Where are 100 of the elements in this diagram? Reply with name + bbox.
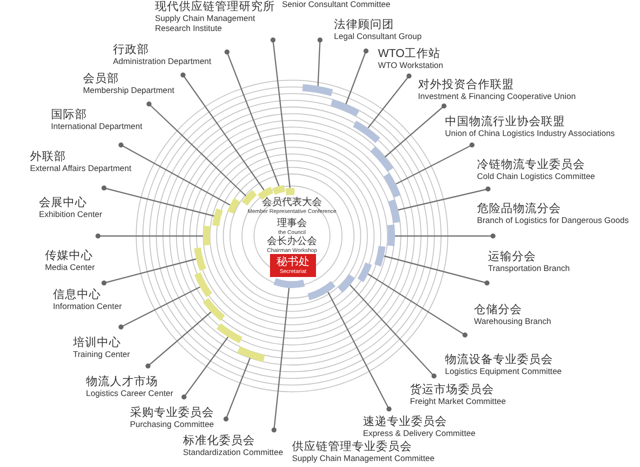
- band-segment: [242, 190, 257, 206]
- leader-line: [368, 274, 468, 338]
- chinese-name: 行政部: [113, 44, 149, 58]
- chinese-name: 信息中心: [53, 289, 101, 302]
- band-segment: [302, 84, 333, 96]
- chinese-name: 秘书处: [276, 256, 310, 269]
- band-segment: [212, 208, 223, 226]
- leader-line: [146, 312, 212, 368]
- leader-line: [102, 258, 196, 286]
- chinese-name: 冷链物流专业委员会: [477, 159, 585, 172]
- leader-line: [398, 186, 490, 211]
- band-segment: [216, 323, 243, 344]
- english-name: Media Center: [45, 263, 95, 273]
- leader-line: [396, 142, 474, 185]
- leader-line: [96, 234, 203, 238]
- chinese-name: 外联部: [30, 151, 66, 164]
- chinese-name: 会员部: [83, 73, 119, 86]
- english-name: Supply Chain Management Committee: [292, 454, 435, 464]
- chinese-name: 会展中心: [39, 197, 87, 210]
- band-segment: [203, 226, 211, 246]
- band-segment: [330, 99, 360, 117]
- english-name: Supply Chain Management Research Institute: [155, 14, 256, 34]
- leader-line: [395, 234, 496, 238]
- english-name: Training Center: [73, 350, 130, 360]
- band-segment: [194, 272, 212, 298]
- leader-line: [118, 286, 200, 330]
- band-segment: [374, 246, 386, 266]
- leader-line: [180, 72, 264, 190]
- band-segment: [357, 262, 372, 282]
- chinese-name: 理事会: [277, 218, 307, 230]
- english-name: Warehousing Branch: [474, 317, 552, 327]
- english-name: Investment & Financing Cooperative Union: [418, 92, 576, 102]
- chinese-name: 物流设备专业委员会: [445, 354, 553, 368]
- leader-line: [384, 255, 490, 286]
- chinese-name: 运输分会: [488, 251, 536, 264]
- leader-line: [118, 142, 230, 206]
- secretariat-box: [270, 254, 316, 277]
- english-name: Logistics Equipment Committee: [445, 367, 562, 377]
- band-segment: [370, 146, 394, 172]
- leader-line: [272, 288, 290, 432]
- english-name: Information Center: [53, 302, 122, 312]
- chinese-name: WTO工作站: [378, 48, 441, 62]
- english-name: Logistics Career Center: [86, 389, 174, 399]
- english-name: Administration Department: [113, 57, 212, 67]
- english-name: Standardization Committee: [183, 448, 284, 458]
- leader-line: [345, 48, 368, 104]
- band-segment: [202, 298, 226, 321]
- leader-line: [327, 292, 392, 412]
- english-name: Cold Chain Logistics Committee: [477, 172, 596, 182]
- chinese-name: 中国物流行业协会联盟: [445, 116, 565, 130]
- leader-line: [224, 50, 280, 186]
- english-name: Exhibition Center: [39, 210, 102, 220]
- english-name: WTO Workstation: [378, 61, 444, 71]
- leader-line: [182, 336, 228, 400]
- band-segment: [227, 198, 240, 214]
- chinese-name: 现代供应链管理研究所: [155, 1, 275, 14]
- band-segment: [272, 184, 286, 195]
- chinese-name: 会员代表大会: [262, 197, 322, 208]
- band-segment: [194, 247, 206, 271]
- band-segment: [237, 346, 266, 362]
- english-name: Legal Consultant Group: [334, 32, 422, 42]
- english-name: International Department: [51, 122, 142, 132]
- chinese-name: 对外投资合作联盟: [418, 79, 514, 92]
- leader-line: [102, 186, 214, 217]
- chinese-name: 培训中心: [73, 337, 121, 350]
- leader-line: [368, 74, 412, 128]
- chinese-name: 物流人才市场: [86, 376, 158, 390]
- band-segment: [387, 224, 395, 246]
- band-segment: [307, 280, 336, 300]
- chinese-name: 货运市场委员会: [410, 384, 494, 398]
- english-name: Membership Department: [83, 86, 174, 96]
- band-segment: [384, 172, 401, 198]
- leader-line: [224, 358, 251, 422]
- chinese-name: 供应链管理专业委员会: [292, 441, 412, 454]
- english-name: Union of China Logistics Industry Associations: [445, 129, 615, 139]
- band-segment: [274, 278, 305, 288]
- chinese-name: 速递专业委员会: [363, 416, 447, 430]
- band-segment: [388, 199, 400, 224]
- chinese-name: 传媒中心: [45, 250, 93, 264]
- chinese-name: 会长办公会: [267, 236, 317, 248]
- english-name: Senior Consultant Committee: [282, 0, 390, 10]
- band-segment: [285, 188, 295, 196]
- leader-line: [350, 284, 436, 378]
- chinese-name: 国际部: [51, 109, 87, 122]
- band-segment: [338, 274, 356, 293]
- english-name: Transportation Branch: [488, 264, 570, 274]
- chinese-name: 仓储分会: [474, 304, 522, 318]
- leader-line: [384, 104, 446, 158]
- leader-line: [146, 102, 246, 196]
- english-name: Express & Delivery Committee: [363, 429, 476, 439]
- band-segment: [352, 120, 380, 144]
- english-name: Branch of Logistics for Dangerous Goods: [477, 216, 629, 226]
- english-name: Purchasing Committee: [130, 420, 214, 430]
- chinese-name: 法律顾问团: [334, 19, 394, 32]
- chinese-name: 危险品物流分会: [477, 203, 561, 216]
- leader-line: [317, 38, 322, 86]
- english-name: Freight Market Committee: [410, 397, 506, 407]
- leader-line: [270, 38, 291, 188]
- chinese-name: 标准化委员会: [183, 435, 255, 448]
- english-name: External Affairs Department: [30, 164, 132, 174]
